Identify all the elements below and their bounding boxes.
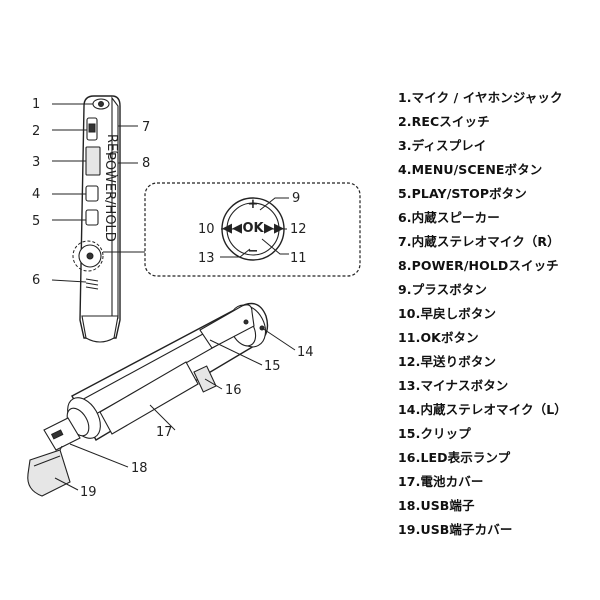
power-hold-switch bbox=[111, 151, 119, 177]
callout-6: 6 bbox=[32, 273, 40, 288]
power-hold-print: POWER/HOLD bbox=[102, 152, 117, 242]
callout-17: 17 bbox=[156, 425, 173, 440]
recorder-front-view: REC POWER/HOLD bbox=[78, 95, 121, 343]
callout-11: 11 bbox=[290, 251, 307, 266]
legend-item: 10.早戻しボタン bbox=[398, 306, 497, 321]
callout-19: 19 bbox=[80, 485, 97, 500]
callout-10: 10 bbox=[198, 222, 215, 237]
callout-13: 13 bbox=[198, 251, 215, 266]
play-stop-button bbox=[85, 209, 99, 226]
callout-14: 14 bbox=[297, 345, 314, 360]
callout-15: 15 bbox=[264, 359, 281, 374]
legend-item: 3.ディスプレイ bbox=[398, 138, 487, 153]
callout-8: 8 bbox=[142, 156, 150, 171]
legend-item: 1.マイク / イヤホンジャック bbox=[398, 90, 563, 105]
menu-scene-button bbox=[85, 185, 99, 202]
recorder-angled-view bbox=[27, 302, 269, 497]
dpad-highlight bbox=[72, 240, 104, 272]
callout-18: 18 bbox=[131, 461, 148, 476]
callout-4: 4 bbox=[32, 187, 40, 202]
legend-item: 9.プラスボタン bbox=[398, 282, 487, 297]
legend-item: 16.LED表示ランプ bbox=[398, 450, 511, 465]
legend-item: 19.USB端子カバー bbox=[398, 522, 513, 537]
speaker-grille bbox=[85, 278, 99, 290]
callout-5: 5 bbox=[32, 214, 40, 229]
callout-3: 3 bbox=[32, 155, 40, 170]
zoom-box bbox=[144, 182, 361, 277]
legend-item: 15.クリップ bbox=[398, 426, 471, 441]
callout-16: 16 bbox=[225, 383, 242, 398]
legend-item: 6.内蔵スピーカー bbox=[398, 210, 500, 225]
legend-item: 7.内蔵ステレオマイク（R） bbox=[398, 234, 560, 249]
legend-item: 11.OKボタン bbox=[398, 330, 479, 345]
legend-item: 4.MENU/SCENEボタン bbox=[398, 162, 543, 177]
legend-item: 8.POWER/HOLDスイッチ bbox=[398, 258, 559, 273]
usb-cover bbox=[27, 449, 71, 497]
clip bbox=[199, 304, 255, 349]
ok-button: OK bbox=[242, 221, 264, 236]
legend-item: 14.内蔵ステレオマイク（L） bbox=[398, 402, 567, 417]
parts-legend: 1.マイク / イヤホンジャック 2.RECスイッチ 3.ディスプレイ 4.ME… bbox=[398, 86, 598, 542]
callout-7: 7 bbox=[142, 120, 150, 135]
legend-item: 13.マイナスボタン bbox=[398, 378, 509, 393]
legend-item: 5.PLAY/STOPボタン bbox=[398, 186, 527, 201]
callout-9: 9 bbox=[292, 191, 300, 206]
callout-1: 1 bbox=[32, 97, 40, 112]
display bbox=[85, 146, 101, 176]
callout-2: 2 bbox=[32, 124, 40, 139]
callout-12: 12 bbox=[290, 222, 307, 237]
battery-cover bbox=[99, 361, 199, 435]
legend-item: 2.RECスイッチ bbox=[398, 114, 490, 129]
plus-button: + bbox=[248, 197, 259, 212]
minus-button: − bbox=[248, 244, 259, 259]
legend-item: 18.USB端子 bbox=[398, 498, 475, 513]
legend-item: 17.電池カバー bbox=[398, 474, 484, 489]
legend-item: 12.早送りボタン bbox=[398, 354, 497, 369]
